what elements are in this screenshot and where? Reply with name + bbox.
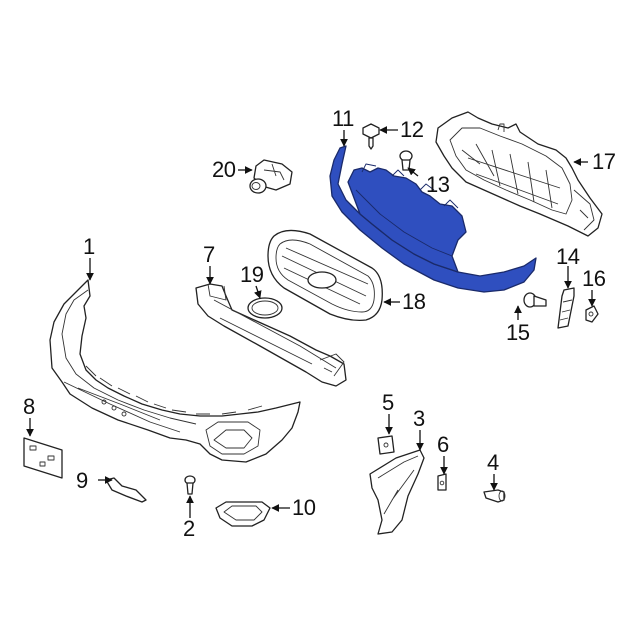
callout-13: 13 [426,172,450,197]
callout-17: 17 [592,149,616,174]
callout-9: 9 [76,468,88,493]
part-2-push-pin [184,475,196,495]
part-15-push-pin [523,292,547,308]
part-17-grille-support-frame [435,111,603,237]
callout-11: 11 [332,106,354,131]
part-10-fog-lamp-bezel [215,501,271,527]
callout-5: 5 [382,390,394,415]
part-18-upper-grille [267,229,383,322]
callout-20: 20 [212,157,236,182]
callout-8: 8 [23,394,35,419]
callout-2: 2 [183,516,195,541]
callout-3: 3 [413,406,425,431]
part-4-push-pin [483,489,506,503]
callout-18: 18 [402,289,426,314]
leader-lines [26,126,596,518]
part-13-push-retainer [399,150,413,171]
part-19-emblem [247,297,283,319]
part-20-sensor [249,159,293,194]
callout-6: 6 [437,432,449,457]
callout-12: 12 [400,117,424,142]
part-6-nut-clip [437,473,447,491]
part-14-bracket-strip [557,287,575,329]
callout-19: 19 [240,262,264,287]
part-12-bolt [362,123,380,150]
callout-7: 7 [203,242,215,267]
part-8-license-plate-bracket [23,437,63,479]
callout-15: 15 [506,320,530,345]
part-16-nut [585,305,599,323]
part-9-bracket [105,477,147,503]
part-1-bumper-cover [49,279,301,463]
callout-14: 14 [556,244,580,269]
callout-4: 4 [487,450,499,475]
callout-16: 16 [582,266,606,291]
part-11-lower-grille-surround [329,145,537,293]
callout-1: 1 [83,234,95,259]
part-7-reinforcement-bar [195,283,347,387]
part-3-side-bracket [369,449,425,535]
callout-10: 10 [292,495,316,520]
part-5-clip [377,435,395,455]
